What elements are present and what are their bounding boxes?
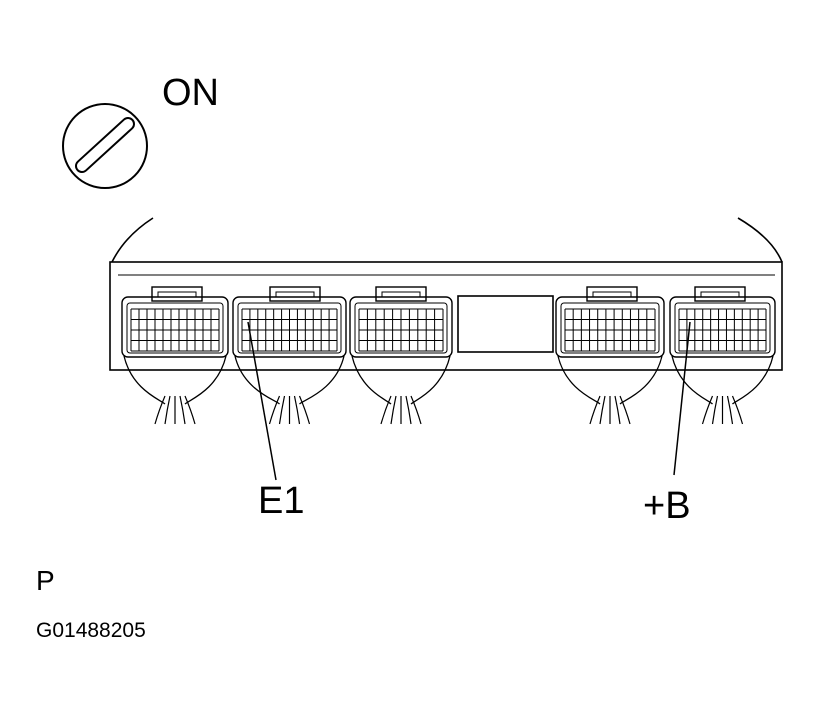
plus-b-leader-line [673, 321, 691, 476]
figure-code-label: G01488205 [36, 619, 146, 642]
connector-block [669, 286, 776, 425]
connector-block [232, 286, 347, 425]
ecu-connectors [121, 286, 776, 425]
plus-b-terminal-label: +B [643, 485, 691, 527]
ecu-housing [109, 217, 783, 371]
connector-block [349, 286, 453, 425]
view-code-label: P [36, 565, 55, 596]
e1-terminal-label: E1 [258, 480, 305, 522]
connector-block [121, 286, 229, 425]
connector-block [555, 286, 665, 425]
ignition-key-icon [62, 103, 148, 189]
e1-leader-line [247, 321, 277, 481]
ignition-on-label: ON [162, 72, 219, 114]
